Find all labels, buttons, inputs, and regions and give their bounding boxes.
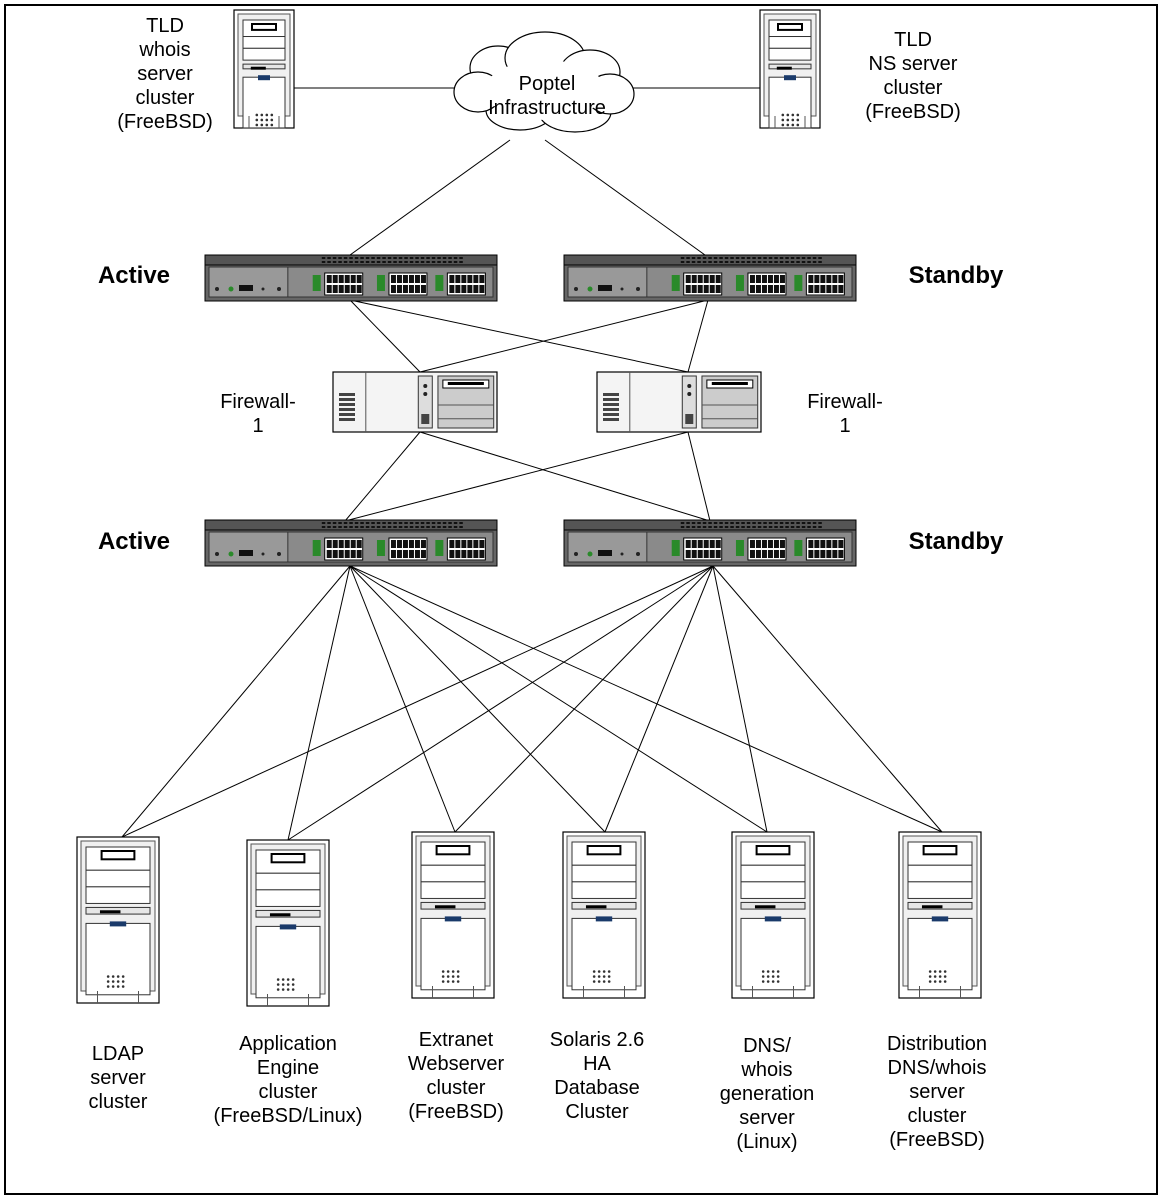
extranet-line-1: Extranet [418, 1029, 494, 1051]
tld-ns-line-3: cluster [883, 77, 943, 99]
extranet-line-4: (FreeBSD) [408, 1101, 504, 1123]
app-engine-line-4: (FreeBSD/Linux) [213, 1105, 363, 1127]
upper-active-label: Active [97, 262, 171, 289]
cloud-label-line-1: Poptel [518, 73, 576, 95]
link-lower-active-server-4 [349, 565, 606, 833]
ldap-server-icon [76, 836, 160, 1004]
solaris-line-3: Database [554, 1077, 640, 1099]
tld-whois-line-3: server [137, 63, 193, 85]
link-lower-standby-server-6 [712, 565, 943, 833]
solaris-server-icon [562, 831, 646, 999]
dns-gen-line-4: server [739, 1107, 795, 1129]
link-lower-standby-server-5 [712, 565, 768, 833]
lower-active-switch-icon [204, 519, 498, 567]
link-fw-left-lower-standby [419, 431, 711, 522]
link-cloud-upper-standby [544, 139, 706, 256]
extranet-server-icon [411, 831, 495, 999]
link-upper-active-fw-right [349, 299, 689, 373]
tld-ns-line-1: TLD [894, 29, 932, 51]
ldap-line-2: server [90, 1067, 146, 1089]
lower-active-label: Active [97, 528, 171, 555]
tld-whois-line-4: cluster [135, 87, 195, 109]
tld-ns-line-2: NS server [868, 53, 958, 75]
link-lower-active-server-1 [121, 565, 351, 838]
link-upper-standby-fw-left [419, 299, 709, 373]
firewall-right-line-2: 1 [839, 415, 851, 437]
diagram-frame [4, 4, 1158, 1195]
tld-whois-line-1: TLD [146, 15, 184, 37]
dns-gen-line-1: DNS/ [743, 1035, 791, 1057]
app-engine-server-icon [246, 839, 330, 1007]
tld-whois-label: TLD whois server cluster (FreeBSD) [117, 14, 213, 134]
tld-ns-server-icon [759, 9, 821, 129]
distribution-label: Distribution DNS/whois server cluster (F… [887, 1032, 987, 1152]
link-lower-active-server-3 [349, 565, 456, 833]
link-lower-standby-server-4 [604, 565, 714, 833]
solaris-label: Solaris 2.6 HA Database Cluster [550, 1028, 645, 1124]
firewall-right-icon [596, 371, 762, 433]
lower-standby-switch-icon [563, 519, 857, 567]
link-lower-active-server-5 [349, 565, 768, 833]
distribution-line-2: DNS/whois [887, 1057, 987, 1079]
ldap-label: LDAP server cluster [89, 1042, 148, 1114]
app-engine-line-2: Engine [256, 1057, 320, 1079]
ldap-line-3: cluster [88, 1091, 148, 1113]
link-lower-standby-server-1 [121, 565, 714, 838]
dns-gen-line-5: (Linux) [736, 1131, 798, 1153]
dns-gen-line-2: whois [741, 1059, 793, 1081]
link-lower-active-server-6 [349, 565, 943, 833]
distribution-line-3: server [909, 1081, 965, 1103]
tld-ns-line-4: (FreeBSD) [865, 101, 961, 123]
link-fw-left-lower-active [344, 431, 421, 522]
firewall-right-label: Firewall- 1 [807, 390, 883, 438]
distribution-line-1: Distribution [886, 1033, 988, 1055]
tld-whois-server-icon [233, 9, 295, 129]
extranet-line-3: cluster [426, 1077, 486, 1099]
solaris-line-2: HA [583, 1053, 611, 1075]
upper-standby-label: Standby [908, 262, 1004, 289]
link-lower-active-server-2 [287, 565, 351, 841]
firewall-left-label: Firewall- 1 [220, 390, 296, 438]
extranet-line-2: Webserver [407, 1053, 505, 1075]
app-engine-label: Application Engine cluster (FreeBSD/Linu… [214, 1032, 363, 1128]
tld-whois-line-2: whois [139, 39, 191, 61]
upper-active-switch-icon [204, 254, 498, 302]
distribution-server-icon [898, 831, 982, 999]
link-fw-right-lower-active [344, 431, 689, 522]
distribution-line-5: (FreeBSD) [889, 1129, 985, 1151]
dns-gen-server-icon [731, 831, 815, 999]
firewall-right-line-1: Firewall- [807, 391, 883, 413]
dns-gen-label: DNS/ whois generation server (Linux) [720, 1034, 815, 1154]
cloud-icon [453, 31, 635, 133]
link-upper-standby-fw-right [687, 299, 709, 373]
app-engine-line-1: Application [239, 1033, 337, 1055]
cloud-label: Poptel Infrastructure [488, 72, 606, 120]
cloud-label-line-2: Infrastructure [488, 97, 606, 119]
link-cloud-upper-active [349, 139, 511, 256]
tld-whois-line-5: (FreeBSD) [117, 111, 213, 133]
firewall-left-line-2: 1 [252, 415, 264, 437]
ldap-line-1: LDAP [91, 1043, 145, 1065]
tld-ns-label: TLD NS server cluster (FreeBSD) [865, 28, 961, 124]
link-lower-standby-server-2 [287, 565, 714, 841]
distribution-line-4: cluster [907, 1105, 967, 1127]
connection-lines [121, 87, 943, 841]
dns-gen-line-3: generation [719, 1083, 815, 1105]
firewall-left-line-1: Firewall- [220, 391, 296, 413]
link-fw-right-lower-standby [687, 431, 711, 522]
lower-standby-label: Standby [908, 528, 1004, 555]
solaris-line-4: Cluster [565, 1101, 629, 1123]
link-upper-active-fw-left [349, 299, 421, 373]
upper-standby-switch-icon [563, 254, 857, 302]
app-engine-line-3: cluster [258, 1081, 318, 1103]
link-lower-standby-server-3 [454, 565, 714, 833]
extranet-label: Extranet Webserver cluster (FreeBSD) [408, 1028, 504, 1124]
solaris-line-1: Solaris 2.6 [549, 1029, 645, 1051]
firewall-left-icon [332, 371, 498, 433]
